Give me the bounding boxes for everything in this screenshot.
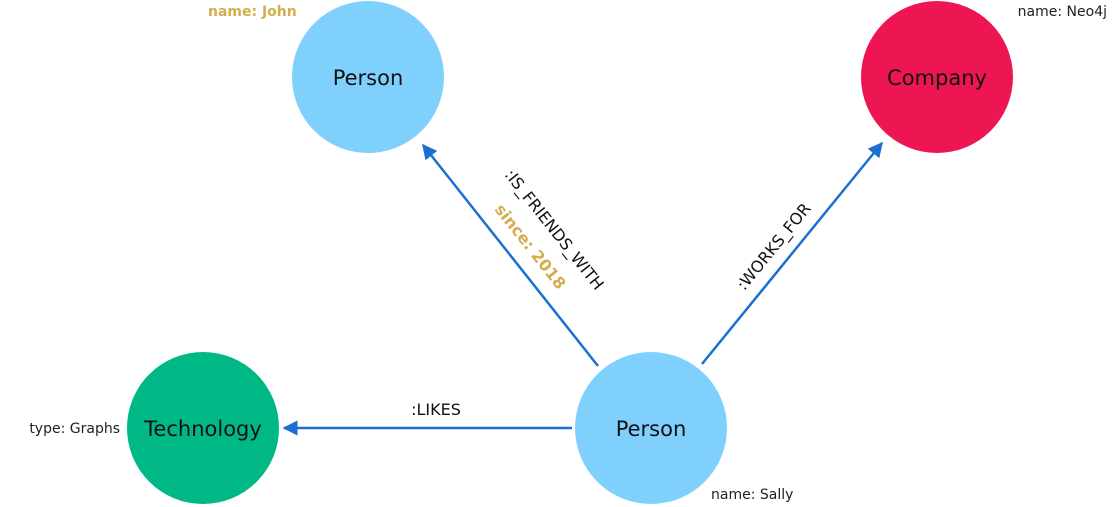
node-label: Person bbox=[333, 66, 404, 90]
node-label: Company bbox=[887, 66, 987, 90]
node-label: Person bbox=[616, 417, 687, 441]
rel-label-likes: :LIKES bbox=[411, 400, 461, 419]
edge-works-for[interactable] bbox=[701, 141, 883, 365]
node-circle bbox=[575, 352, 727, 504]
node-circle bbox=[292, 1, 444, 153]
node-property-type-graphs: type: Graphs bbox=[29, 421, 120, 437]
node-property-name-john: name: John bbox=[208, 4, 297, 20]
node-person-john[interactable]: Person bbox=[292, 1, 444, 153]
rel-label-works-for: :WORKS_FOR bbox=[733, 199, 816, 294]
node-company-neo4j[interactable]: Company bbox=[861, 1, 1013, 153]
node-circle bbox=[861, 1, 1013, 153]
node-person-sally[interactable]: Person bbox=[575, 352, 727, 504]
node-technology[interactable]: Technology bbox=[127, 352, 279, 504]
node-property-name-sally: name: Sally bbox=[711, 487, 793, 503]
node-circle bbox=[127, 352, 279, 504]
node-label: Technology bbox=[143, 417, 262, 441]
node-property-name-neo4j: name: Neo4j bbox=[1018, 4, 1107, 20]
edge-is-friends-with[interactable] bbox=[422, 143, 599, 367]
